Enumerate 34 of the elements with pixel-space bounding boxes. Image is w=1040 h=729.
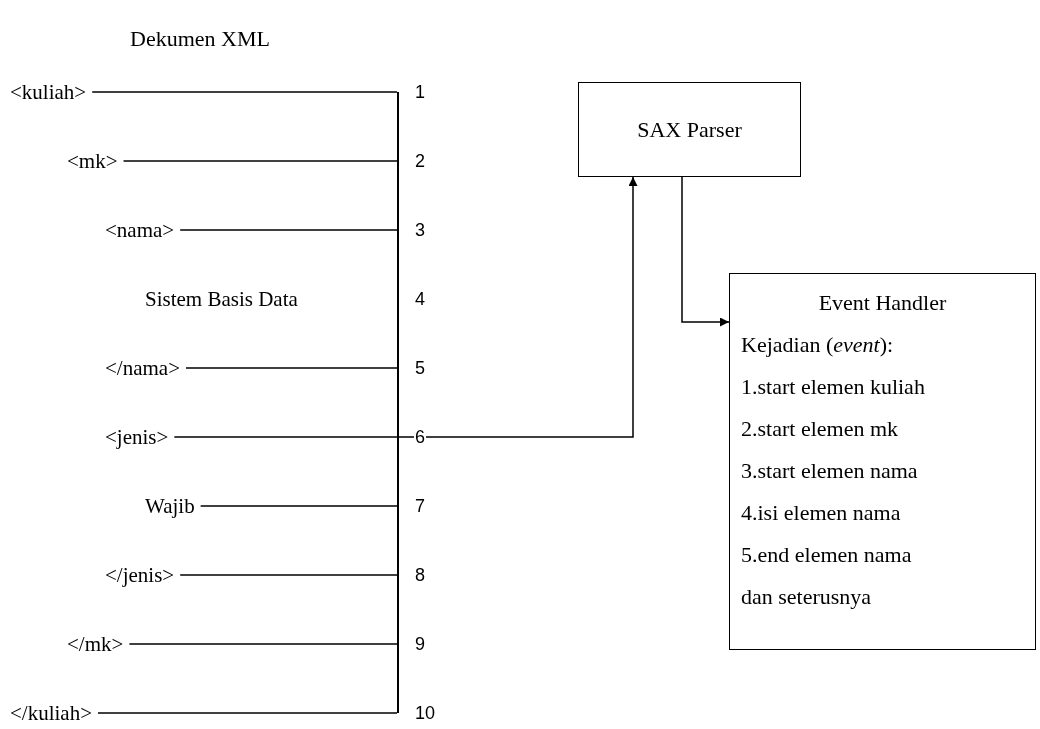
process-box (578, 82, 801, 177)
connector-line (122, 160, 398, 162)
xml-line-text: </mk> (67, 630, 130, 658)
list-item: dan seterusnya (741, 583, 873, 611)
box-title: SAX Parser (637, 116, 742, 144)
xml-line-text: <nama> (105, 216, 181, 244)
arrow (681, 176, 730, 327)
arrow (398, 176, 638, 438)
list-item: 2.start elemen mk (741, 415, 899, 443)
connector-line (179, 229, 398, 231)
list-item: Kejadian (event): (741, 331, 895, 359)
xml-line-text: </nama> (105, 354, 186, 382)
connector-line (173, 436, 398, 438)
connector-line (199, 505, 398, 507)
connector-line (91, 91, 398, 93)
process-box (729, 273, 1036, 650)
vertical-line (397, 92, 399, 713)
connector-line (128, 643, 398, 645)
list-item: 1.start elemen kuliah (741, 373, 926, 401)
box-title: Event Handler (818, 289, 948, 317)
list-item: 4.isi elemen nama (741, 499, 902, 527)
connector-line (97, 712, 398, 714)
xml-line-text: <mk> (67, 147, 124, 175)
xml-line-text: Sistem Basis Data (145, 285, 304, 313)
xml-line-text: </jenis> (105, 561, 181, 589)
xml-line-text: <kuliah> (10, 78, 93, 106)
xml-line-text: Wajib (145, 492, 201, 520)
xml-line-text: </kuliah> (10, 699, 98, 727)
connector-line (179, 574, 398, 576)
xml-line-text: <jenis> (105, 423, 175, 451)
title: Dekumen XML (130, 25, 270, 53)
list-item: 3.start elemen nama (741, 457, 919, 485)
connector-line (185, 367, 398, 369)
list-item: 5.end elemen nama (741, 541, 913, 569)
